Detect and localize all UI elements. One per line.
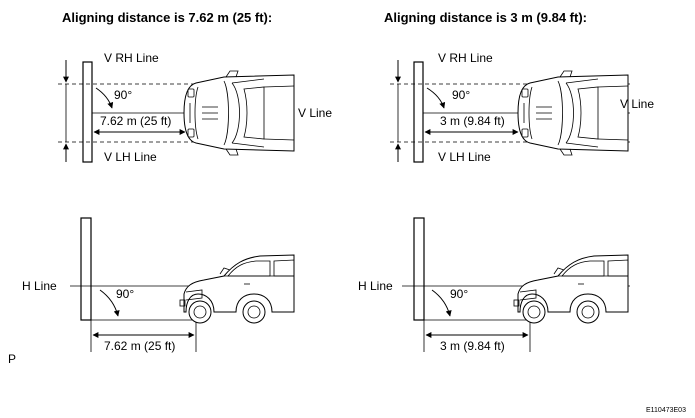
right-v-line-label: V Line [620, 97, 654, 111]
figure-code: E110473E03 [646, 407, 686, 414]
right-h-line-label: H Line [358, 279, 393, 293]
left-car-side [179, 254, 295, 324]
right-v-rh-label: V RH Line [438, 51, 493, 65]
right-angle-arc-top [426, 87, 446, 109]
right-panel: Aligning distance is 3 m (9.84 ft): V RH… [358, 10, 654, 353]
left-side-screen [80, 217, 92, 321]
left-panel: Aligning distance is 7.62 m (25 ft): V R… [22, 10, 332, 353]
page-marker: P [8, 352, 16, 366]
left-angle-arc-top [95, 87, 114, 109]
right-car-side [513, 254, 629, 324]
right-top-angle-label: 90° [452, 88, 470, 102]
left-top-screen [82, 61, 93, 163]
left-v-rh-label: V RH Line [104, 51, 159, 65]
left-top-view: V RH Line V LH Line V Line 90° 7.62 m (2… [58, 51, 332, 164]
right-v-lh-label: V LH Line [438, 150, 491, 164]
left-v-lh-label: V LH Line [104, 150, 157, 164]
left-v-line-label: V Line [298, 106, 332, 120]
right-top-screen [413, 61, 424, 163]
right-top-view: V RH Line V LH Line V Line 90° 3 m (9.84… [390, 51, 654, 164]
left-angle-arc-side [99, 289, 120, 317]
right-side-distance-label: 3 m (9.84 ft) [440, 339, 505, 353]
right-title: Aligning distance is 3 m (9.84 ft): [384, 10, 587, 25]
left-side-angle-label: 90° [116, 287, 134, 301]
right-angle-arc-side [431, 289, 452, 317]
left-side-view: H Line 90° 7.62 m (25 ft) [22, 217, 295, 353]
left-side-distance-label: 7.62 m (25 ft) [104, 339, 175, 353]
right-side-screen [413, 217, 425, 321]
left-top-angle-label: 90° [114, 88, 132, 102]
right-car-top [517, 70, 629, 156]
right-top-distance-label: 3 m (9.84 ft) [440, 114, 505, 128]
left-h-line-label: H Line [22, 279, 57, 293]
right-side-view: H Line 90° 3 m (9.84 ft) [358, 217, 630, 353]
left-top-distance-label: 7.62 m (25 ft) [100, 114, 171, 128]
right-side-angle-label: 90° [450, 287, 468, 301]
left-title: Aligning distance is 7.62 m (25 ft): [62, 10, 272, 25]
left-car-top [183, 70, 295, 156]
